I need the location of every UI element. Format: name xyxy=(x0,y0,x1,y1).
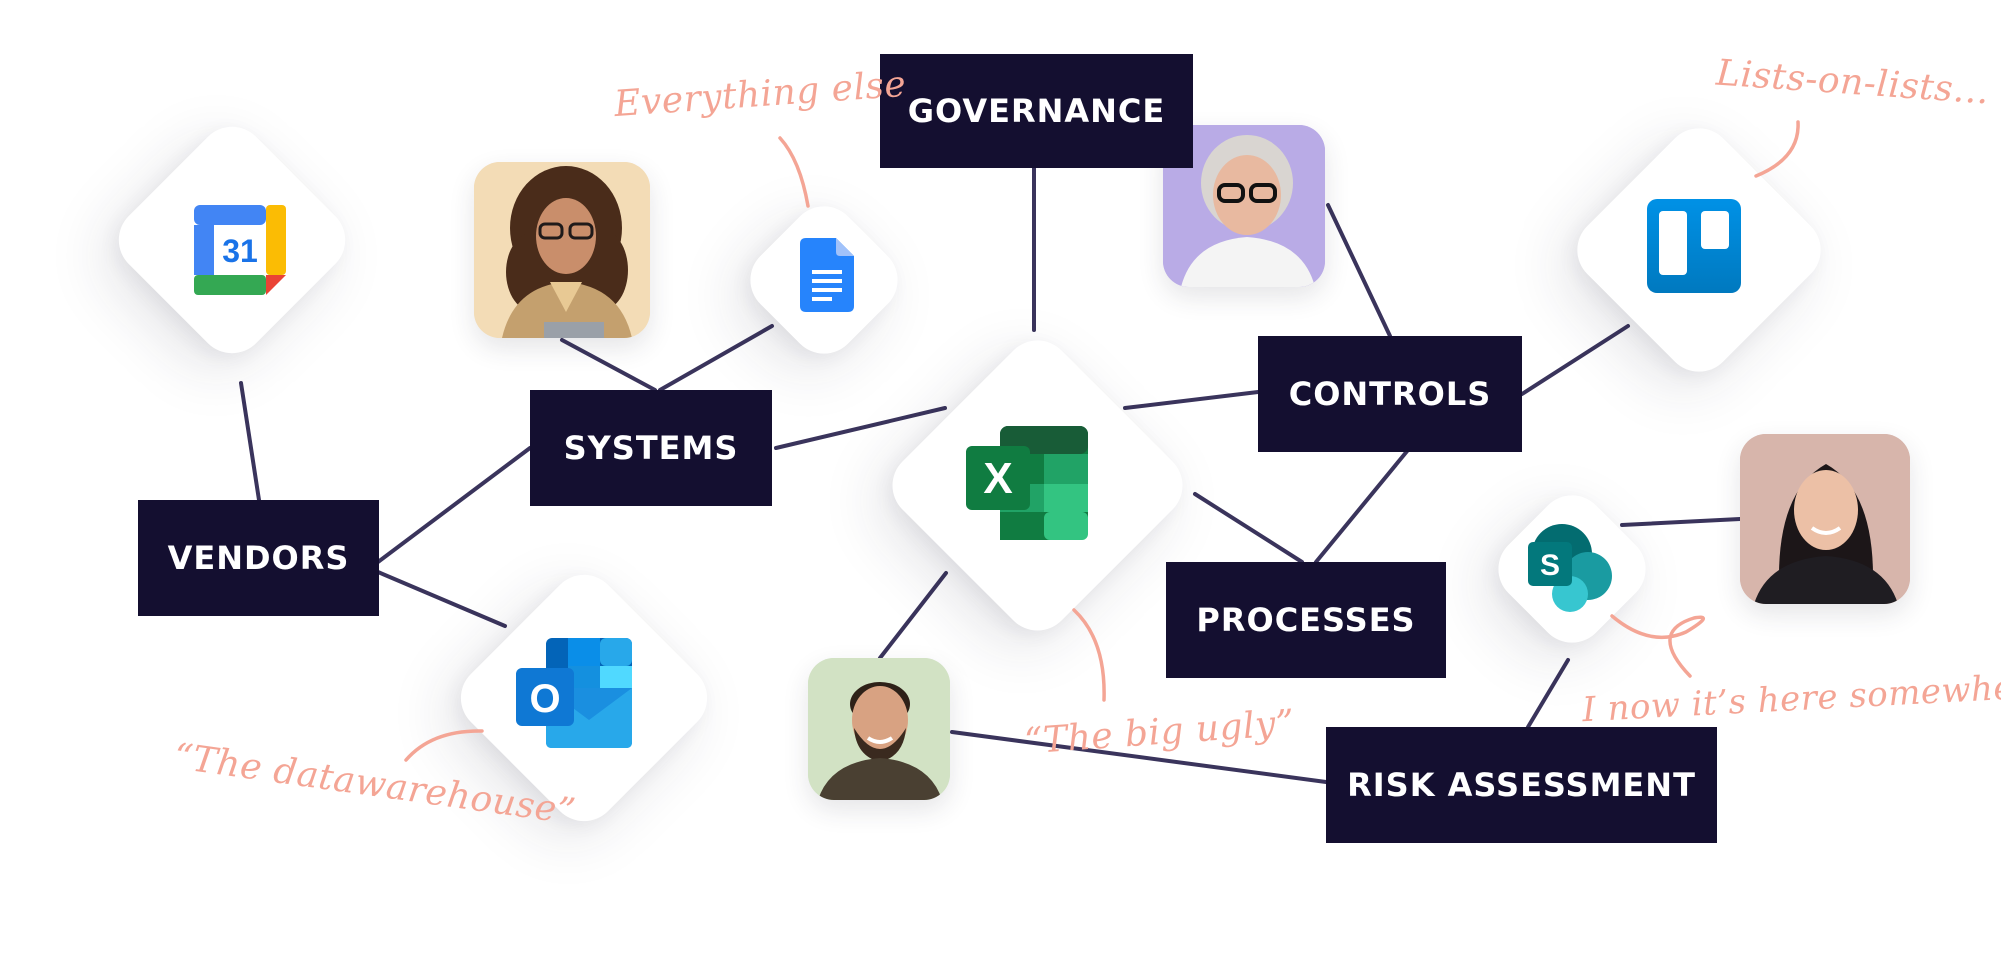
connector-excel-processes xyxy=(1193,492,1304,564)
controls-label: CONTROLS xyxy=(1258,336,1522,452)
connector-sharepoint-risk xyxy=(1526,658,1570,729)
excel-letter: X xyxy=(983,454,1012,503)
trello-icon xyxy=(1647,199,1741,293)
connector-vendors-outlook xyxy=(376,570,507,628)
annotation-here-somewhere: I now it’s here somewhere xyxy=(1581,665,2001,731)
calendar-day-text: 31 xyxy=(222,233,258,269)
excel-icon: X xyxy=(966,426,1088,540)
connector-controls-processes xyxy=(1314,448,1410,564)
annotation-big-ugly: “The big ugly” xyxy=(1022,702,1296,763)
arrow-datawarehouse xyxy=(404,729,484,762)
sharepoint-letter: S xyxy=(1540,549,1560,582)
connector-sharepoint-avatar4 xyxy=(1620,517,1742,527)
google-calendar-icon: 31 xyxy=(194,205,286,295)
sharepoint-icon: S xyxy=(1526,524,1616,612)
connector-avatar1-systems xyxy=(560,338,657,392)
annotation-everything-else: Everything else xyxy=(612,63,908,126)
google-docs-icon xyxy=(800,238,854,312)
governance-label: GOVERNANCE xyxy=(880,54,1193,168)
connector-excel-controls xyxy=(1123,390,1260,410)
connector-vendors-systems xyxy=(376,446,532,564)
processes-label: PROCESSES xyxy=(1166,562,1446,678)
vendors-label: VENDORS xyxy=(138,500,379,616)
connector-avatar2-controls xyxy=(1326,203,1392,338)
arrow-big-ugly xyxy=(1072,608,1106,702)
connector-calendar-vendors xyxy=(239,381,261,502)
arrow-everything-else xyxy=(778,136,810,208)
avatar-older-woman-glasses xyxy=(1163,125,1325,287)
connector-controls-trello xyxy=(1520,324,1630,396)
risk-assessment-label: RISK ASSESSMENT xyxy=(1326,727,1717,843)
arrow-lists-on-lists xyxy=(1754,120,1800,178)
annotation-lists-on-lists: Lists-on-lists... xyxy=(1714,52,1991,113)
connector-systems-docs xyxy=(658,324,774,392)
outlook-icon: O xyxy=(516,638,632,748)
systems-label: SYSTEMS xyxy=(530,390,772,506)
avatar-bearded-man xyxy=(808,658,950,800)
avatar-woman-curly-hair xyxy=(474,162,650,338)
connector-systems-excel xyxy=(774,406,947,450)
arrow-here-somewhere xyxy=(1610,614,1705,678)
avatar-woman-dark-hair xyxy=(1740,434,1910,604)
connector-excel-avatar3 xyxy=(878,571,948,660)
outlook-letter: O xyxy=(529,677,560,721)
